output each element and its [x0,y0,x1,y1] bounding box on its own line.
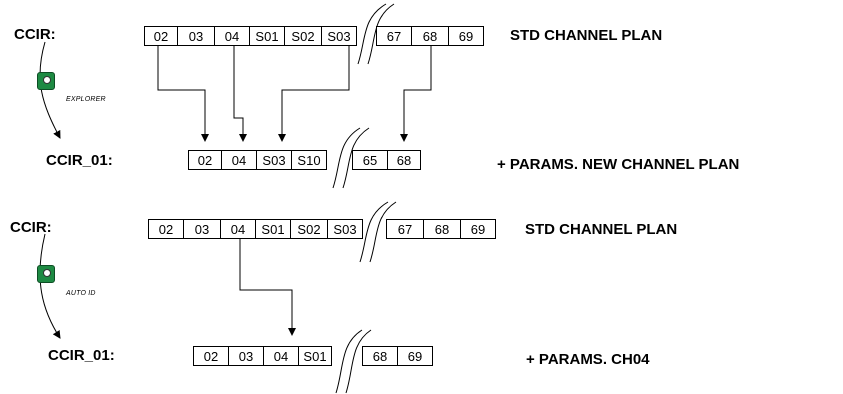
target-plan-description: + PARAMS. CH04 [526,351,650,368]
channel-cell: 67 [376,26,412,46]
source-channel-row: 02 03 04 S01 S02 S03 [144,26,357,46]
target-channel-row-tail: 65 68 [352,150,421,170]
source-plan-description: STD CHANNEL PLAN [525,221,678,238]
source-plan-label: CCIR: [10,219,52,236]
channel-cell: S02 [290,219,328,239]
explorer-icon [37,72,55,90]
channel-cell: 68 [423,219,461,239]
channel-cell: S01 [249,26,285,46]
map-arrow-02 [157,46,209,142]
channel-cell: S01 [255,219,291,239]
flow-curve-2 [39,233,61,339]
map-arrow-04-b [239,238,296,336]
source-channel-row: 02 03 04 S01 S02 S03 [148,219,363,239]
channel-cell: S03 [256,150,292,170]
channel-cell: 03 [228,346,264,366]
channel-cell: 04 [214,26,250,46]
channel-cell: 02 [144,26,178,46]
target-channel-row: 02 04 S03 S10 [188,150,327,170]
channel-cell: 04 [220,219,256,239]
channel-cell: S03 [327,219,363,239]
source-channel-row-tail: 67 68 69 [376,26,484,46]
channel-cell: 68 [411,26,449,46]
channel-cell: 69 [460,219,496,239]
auto-id-icon [37,265,55,283]
channel-cell: 02 [188,150,222,170]
source-plan-label: CCIR: [14,26,56,43]
channel-cell: 02 [148,219,184,239]
channel-cell: S01 [298,346,332,366]
channel-cell: 04 [263,346,299,366]
break-mark-3 [359,201,397,263]
channel-cell: 68 [362,346,398,366]
channel-cell: S02 [284,26,322,46]
break-mark-4 [335,329,372,394]
map-arrow-68 [400,46,432,142]
tool-label: EXPLORER [66,96,106,103]
channel-cell: 02 [193,346,229,366]
source-channel-row-tail: 67 68 69 [386,219,496,239]
break-mark-1 [357,3,395,65]
tool-label: AUTO ID [66,290,96,297]
source-plan-description: STD CHANNEL PLAN [510,27,663,44]
channel-cell: 03 [177,26,215,46]
target-channel-row-tail: 68 69 [362,346,433,366]
target-plan-label: CCIR_01: [46,152,113,169]
channel-cell: 04 [221,150,257,170]
target-channel-row: 02 03 04 S01 [193,346,332,366]
channel-cell: 69 [397,346,433,366]
channel-cell: 65 [352,150,388,170]
target-plan-label: CCIR_01: [48,347,115,364]
channel-cell: 69 [448,26,484,46]
channel-cell: S03 [321,26,357,46]
map-arrow-s03 [278,46,350,142]
break-mark-2 [332,127,370,189]
channel-cell: S10 [291,150,327,170]
channel-cell: 68 [387,150,421,170]
map-arrow-04 [233,46,247,142]
target-plan-description: + PARAMS. NEW CHANNEL PLAN [497,156,740,173]
channel-cell: 03 [183,219,221,239]
flow-curve-1 [39,41,61,139]
channel-cell: 67 [386,219,424,239]
